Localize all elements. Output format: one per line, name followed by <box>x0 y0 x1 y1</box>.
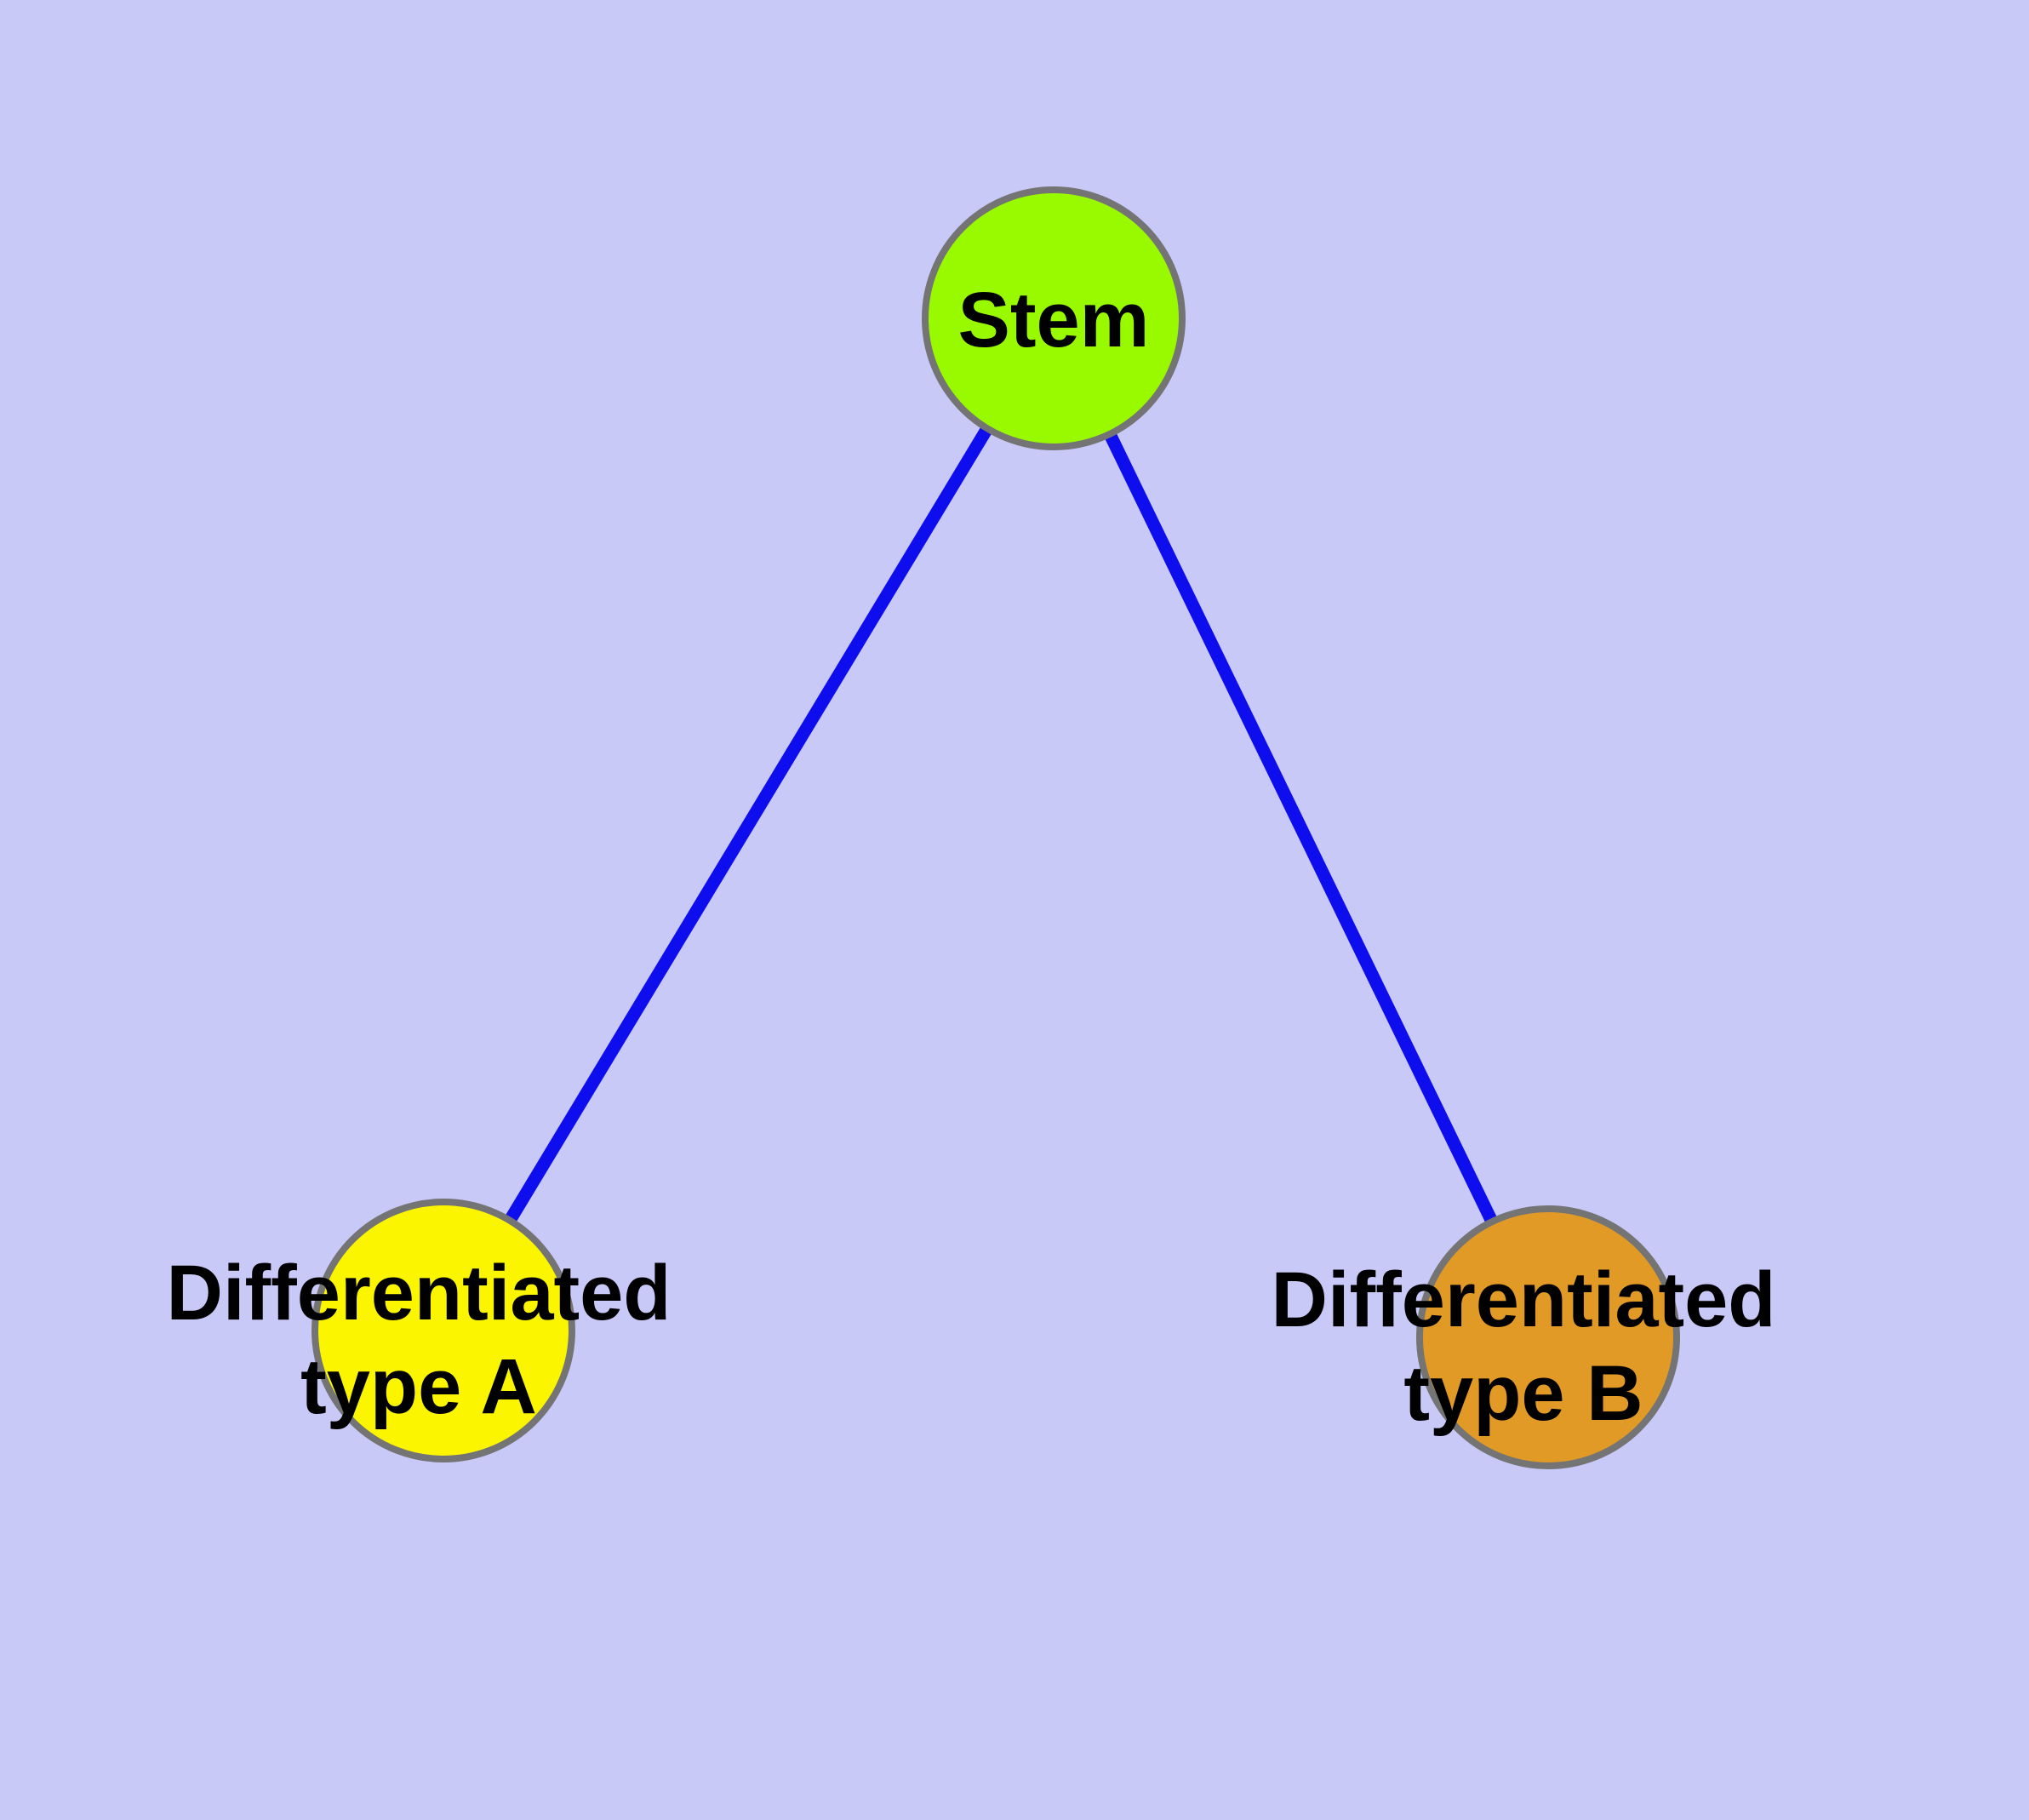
type-b-node-label-line2: type B <box>1403 1350 1643 1437</box>
edge-stem-to-type-a <box>437 315 1060 1334</box>
type-a-node-label-line2: type A <box>300 1343 537 1430</box>
node-stem: Stem <box>922 186 1186 450</box>
stem-node-circle <box>922 186 1186 450</box>
type-a-node-circle <box>311 1199 575 1462</box>
edge-stem-to-type-b <box>1048 315 1554 1341</box>
type-b-node-label-line1: Differentiated <box>1272 1256 1776 1343</box>
type-a-node-label-line1: Differentiated <box>167 1250 672 1336</box>
node-differentiated-type-b: Differentiated type B <box>1272 1205 1776 1469</box>
stem-node-label: Stem <box>958 277 1150 363</box>
type-b-node-circle <box>1416 1205 1680 1469</box>
node-differentiated-type-a: Differentiated type A <box>167 1199 672 1462</box>
